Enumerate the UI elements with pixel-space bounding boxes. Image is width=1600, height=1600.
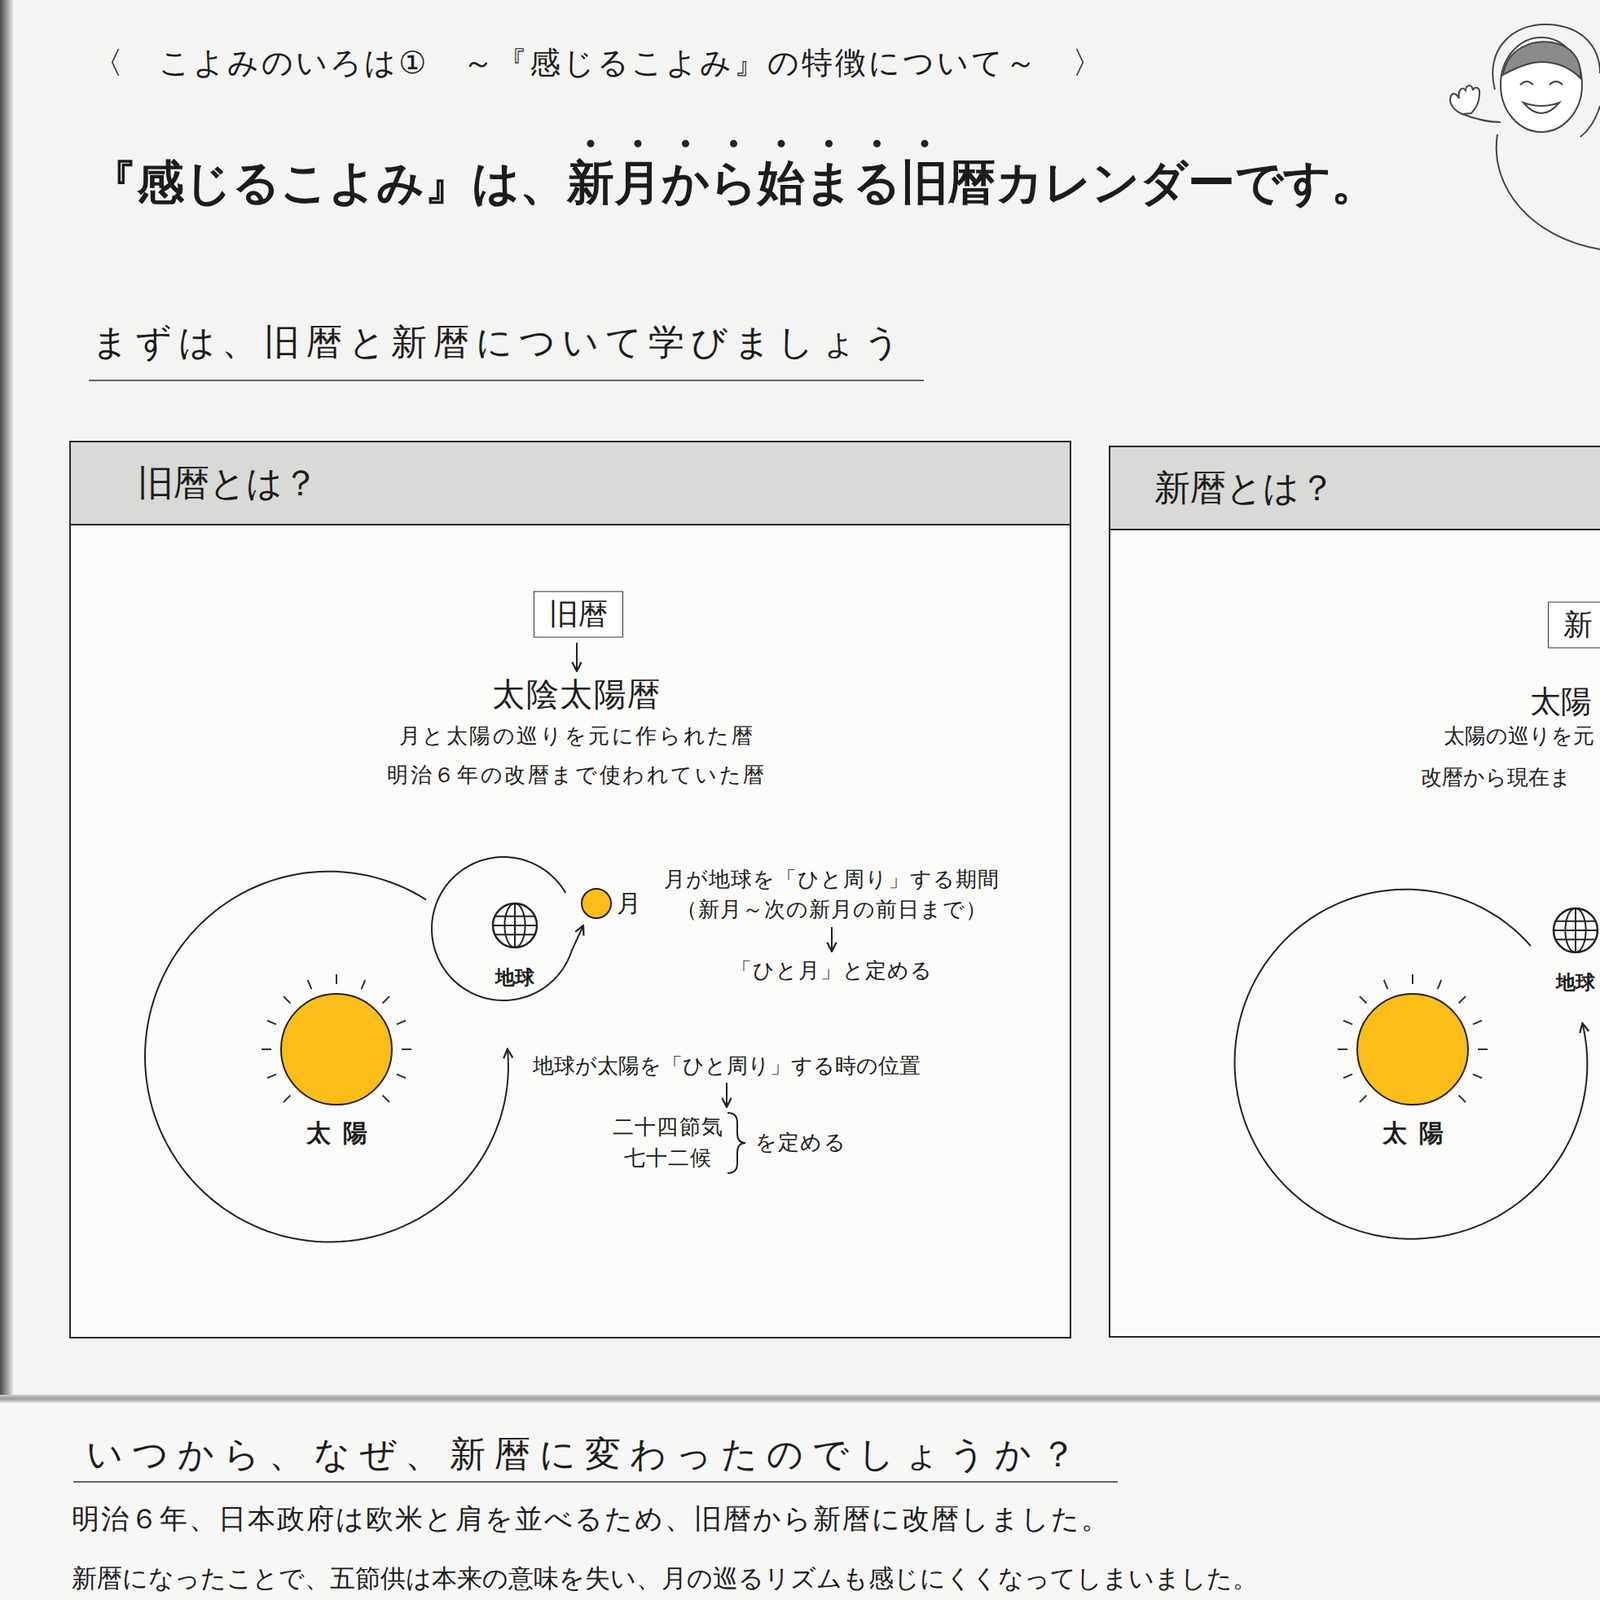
earth-orbit (145, 871, 509, 1243)
moon-circle-shape (580, 887, 612, 919)
earth-globe-label: 地球 (495, 964, 535, 991)
note-text: 月と太陽の巡りを元に作られた暦 (399, 723, 756, 749)
brace (727, 1112, 746, 1174)
note-text: 「ひと月」と定める (730, 958, 933, 984)
info-panel: 新太陽地球新暦とは？ (1108, 445, 1600, 1338)
subheading: まずは、旧暦と新暦について学びましょう (92, 320, 906, 365)
moon-circle-label: 月 (616, 887, 642, 921)
emphasis-dot (681, 140, 690, 148)
sun-circle-label: 太陽 (1370, 1116, 1456, 1151)
term-text: 二十四節気 (612, 1114, 723, 1140)
underline (88, 379, 924, 382)
sun-circle: 太陽 (1356, 993, 1469, 1106)
emphasis-dot (873, 140, 881, 148)
panel-ground (1108, 445, 1600, 1338)
emphasis-dot (729, 140, 738, 148)
emphasis-dot (634, 140, 642, 148)
sun-circle-shape (1356, 993, 1469, 1106)
calendar-type: 太陰太陽暦 (492, 674, 662, 714)
panel-heading: 旧暦とは？ (70, 442, 1070, 526)
body-text: 新暦になったことで、五節供は本来の意味を失い、月の巡るリズムも感じにくくなってし… (71, 1563, 1258, 1594)
down-arrow (725, 1082, 728, 1108)
emphasis-dot (587, 140, 595, 148)
subheading: いつから、なぜ、新暦に変わったのでしょうか？ (86, 1432, 1086, 1477)
panel-ground (69, 440, 1072, 1339)
note-text: 月が地球を「ひと周り」する期間 (663, 866, 1001, 893)
underline (73, 1481, 1118, 1483)
note-text: 改暦から現在ま (1420, 764, 1572, 791)
earth-globe: 地球 (1552, 907, 1599, 954)
earth-orbit (1235, 889, 1588, 1240)
box-label: 旧暦 (549, 595, 608, 634)
calendar-type: 太陽 (1529, 683, 1592, 721)
guide-woman (1450, 24, 1600, 250)
box-label: 新 (1563, 606, 1600, 645)
earth-globe-shape (492, 902, 538, 949)
earth-globe-label: 地球 (1556, 969, 1596, 996)
note-text: を定める (755, 1129, 846, 1156)
section-header: 〈 こよみのいろは① ～『感じるこよみ』の特徴について～ 〉 (92, 44, 1106, 83)
lower-page (0, 1402, 1600, 1600)
page-fold (0, 1394, 1600, 1403)
note-text: 地球が太陽を「ひと周り」する時の位置 (532, 1053, 921, 1079)
sun-circle-shape (280, 993, 393, 1106)
page-edge (0, 0, 14, 1395)
note-text: 太陽の巡りを元 (1443, 723, 1595, 749)
moon-orbit (431, 857, 584, 1001)
down-arrow (830, 927, 833, 952)
emphasis-dot (778, 140, 786, 148)
body-text: 明治６年、日本政府は欧米と肩を並べるため、旧暦から新暦に改暦しました。 (71, 1502, 1111, 1536)
panel-heading: 新暦とは？ (1110, 447, 1600, 531)
note-text: 明治６年の改暦まで使われていた暦 (386, 762, 767, 788)
page-title: 『感じるこよみ』は、新月から始まる旧暦カレンダーです。 (89, 154, 1379, 212)
calendar-box: 旧暦 (533, 591, 624, 638)
sun-circle: 太陽 (280, 993, 393, 1106)
earth-globe: 地球 (492, 902, 538, 949)
earth-globe-shape (1552, 907, 1599, 954)
info-panel: 旧暦太陽 地球 月 旧暦とは？ (69, 440, 1072, 1339)
moon-circle: 月 (580, 887, 612, 919)
emphasis-dot (825, 140, 833, 148)
term-text: 七十二候 (624, 1145, 713, 1171)
emphasis-dot (921, 140, 929, 148)
calendar-box: 新 (1547, 602, 1600, 649)
sun-circle-label: 太陽 (294, 1116, 380, 1151)
note-text: （新月～次の新月の前日まで） (676, 896, 989, 923)
down-arrow (575, 642, 578, 672)
